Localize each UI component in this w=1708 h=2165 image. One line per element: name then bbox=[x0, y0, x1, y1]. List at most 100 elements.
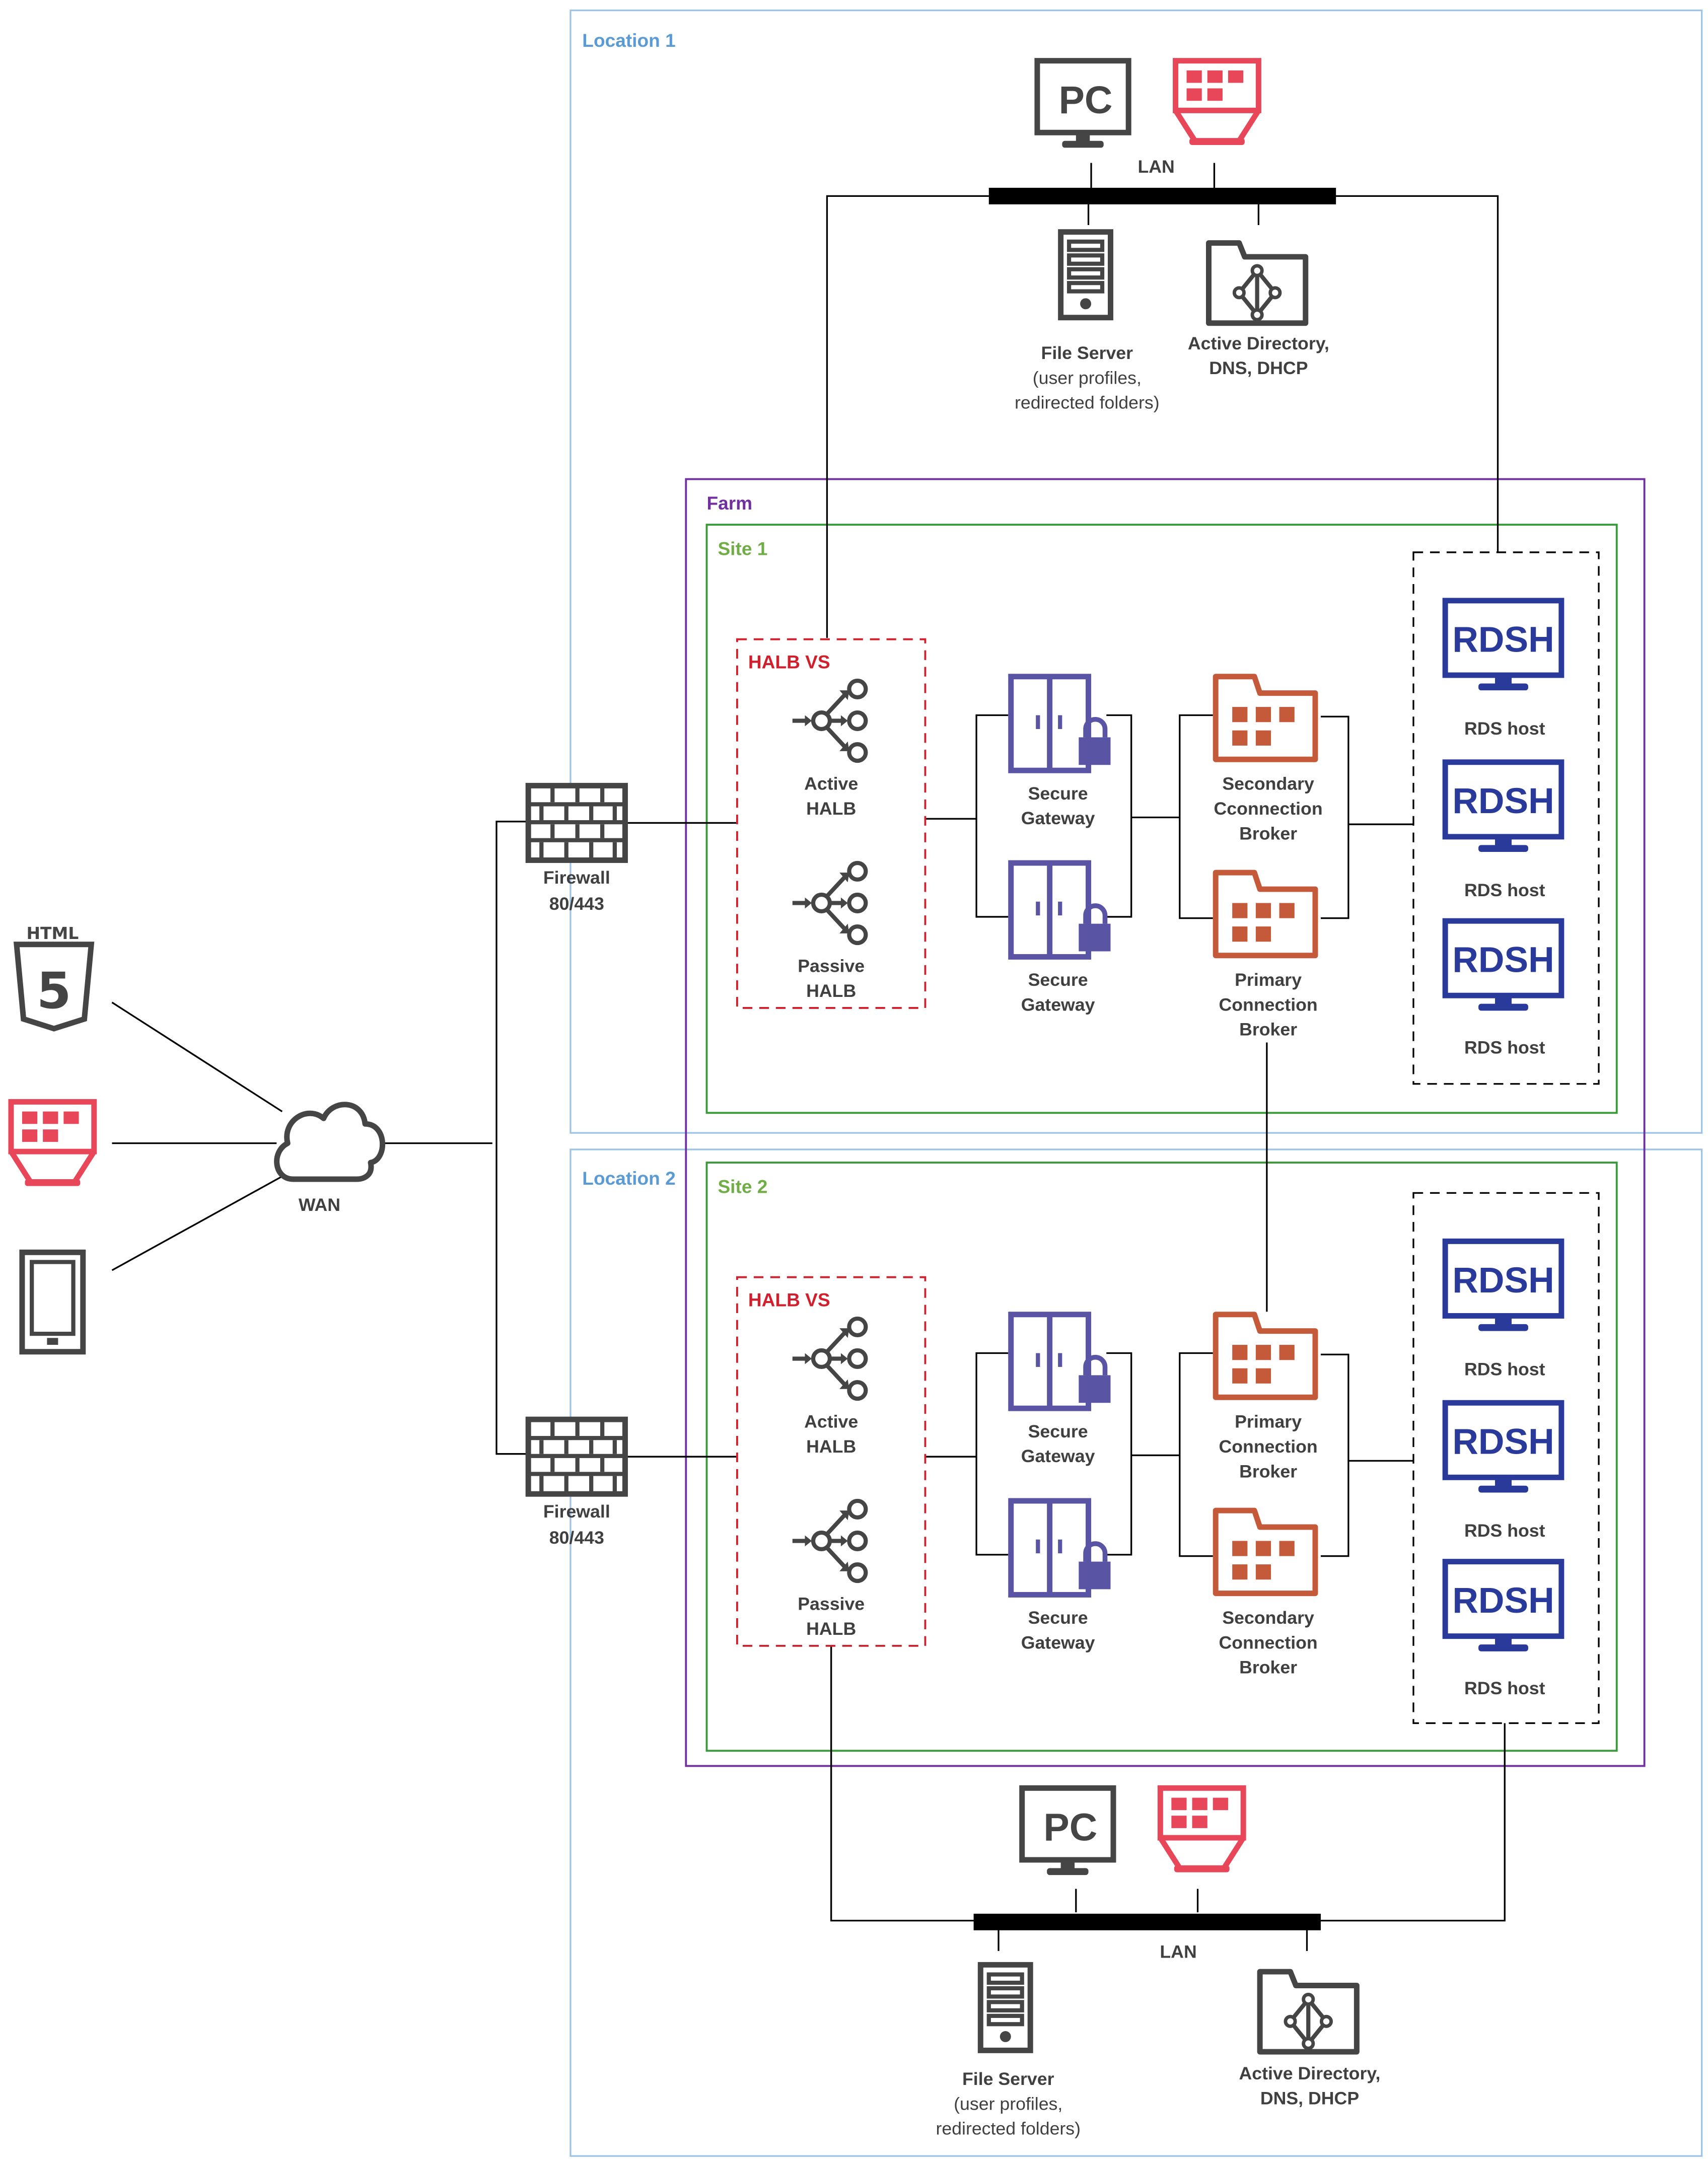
ad-label: DNS, DHCP bbox=[1260, 2088, 1359, 2108]
site-2-halb-group: HALB VS Active HALB Passive HALB bbox=[736, 1276, 927, 1647]
passive-halb[interactable]: Passive HALB bbox=[793, 1501, 866, 1639]
site-1-halb-group: HALB VS Active HALB Passive HALB bbox=[736, 638, 927, 1009]
location-1-boundary bbox=[570, 9, 1703, 1134]
site-2-secondary-broker[interactable]: Secondary Connection Broker bbox=[1216, 1510, 1317, 1678]
load-balancer-icon bbox=[793, 1501, 866, 1581]
site-1-secondary-broker[interactable]: Secondary Cconnection Broker bbox=[1214, 677, 1323, 844]
site-1-boundary bbox=[705, 524, 1618, 1114]
broker-label: Broker bbox=[1239, 823, 1297, 843]
connection-broker-icon bbox=[1216, 873, 1315, 956]
rdsh-badge: RDSH bbox=[1452, 781, 1554, 821]
active-directory-folder-icon bbox=[1260, 1972, 1357, 2052]
location-1-active-directory[interactable]: Active Directory, DNS, DHCP bbox=[1188, 243, 1329, 379]
pc-label: PC bbox=[1043, 1806, 1097, 1849]
location-1-thin-client-icon[interactable] bbox=[1176, 61, 1259, 145]
location-2-pc[interactable]: PC bbox=[1022, 1788, 1113, 1875]
location-2-file-server[interactable]: File Server (user profiles, redirected f… bbox=[936, 1965, 1081, 2139]
thin-client-icon bbox=[11, 1102, 94, 1186]
rds-host[interactable]: RDSH RDS host bbox=[1445, 1562, 1561, 1698]
site-2-gateway-2[interactable]: Secure Gateway bbox=[1011, 1501, 1111, 1652]
secure-gateway-icon bbox=[1011, 863, 1111, 957]
site-1-gateway-2[interactable]: Secure Gateway bbox=[1011, 863, 1111, 1015]
pc-label: PC bbox=[1059, 79, 1113, 122]
broker-label: Connection bbox=[1219, 1632, 1317, 1652]
wan-cloud: WAN bbox=[274, 1102, 386, 1215]
lan-label-location-1: LAN bbox=[1137, 157, 1174, 177]
broker-label: Broker bbox=[1239, 1020, 1297, 1040]
rds-host-label: RDS host bbox=[1464, 880, 1545, 900]
tablet-icon bbox=[19, 1249, 86, 1355]
halb-label: HALB bbox=[806, 1619, 856, 1639]
location-1-pc[interactable]: PC bbox=[1037, 61, 1128, 148]
broker-label: Cconnection bbox=[1214, 799, 1323, 819]
rds-pool-boundary bbox=[1412, 551, 1600, 1085]
rds-host[interactable]: RDSH RDS host bbox=[1445, 921, 1561, 1057]
passive-halb[interactable]: Passive HALB bbox=[793, 863, 866, 1001]
rds-host-label: RDS host bbox=[1464, 1521, 1545, 1541]
html5-client[interactable]: HTML 5 bbox=[13, 923, 95, 1032]
file-server-subtitle: redirected folders) bbox=[1015, 393, 1160, 413]
load-balancer-icon bbox=[793, 863, 866, 943]
active-halb[interactable]: Active HALB bbox=[793, 681, 866, 819]
site-1-gateway-1[interactable]: Secure Gateway bbox=[1011, 677, 1111, 828]
file-server-subtitle: (user profiles, bbox=[954, 2094, 1062, 2114]
ad-label: Active Directory, bbox=[1239, 2063, 1381, 2083]
html5-icon: HTML 5 bbox=[13, 923, 95, 1032]
broker-label: Secondary bbox=[1222, 774, 1314, 794]
location-2-active-directory[interactable]: Active Directory, DNS, DHCP bbox=[1239, 1972, 1381, 2108]
file-server-title: File Server bbox=[962, 2069, 1054, 2089]
halb-label: HALB bbox=[806, 799, 856, 819]
ad-label: DNS, DHCP bbox=[1209, 358, 1308, 378]
rds-host[interactable]: RDSH RDS host bbox=[1445, 601, 1561, 739]
lan-bus-location-1 bbox=[988, 187, 1336, 204]
location-1-file-server[interactable]: File Server (user profiles, redirected f… bbox=[1015, 232, 1160, 413]
farm-boundary bbox=[685, 478, 1646, 1767]
rdsh-badge: RDSH bbox=[1452, 940, 1554, 980]
location-1-label: Location 1 bbox=[582, 30, 675, 51]
load-balancer-icon bbox=[793, 681, 866, 761]
lan-bus-location-2 bbox=[973, 1913, 1321, 1930]
rds-host[interactable]: RDSH RDS host bbox=[1445, 762, 1561, 900]
firewall-icon bbox=[528, 1419, 625, 1494]
rdsh-badge: RDSH bbox=[1452, 619, 1554, 660]
rds-pool-boundary bbox=[1412, 1192, 1600, 1724]
site-1-primary-broker[interactable]: Primary Connection Broker bbox=[1216, 873, 1317, 1040]
tablet-device[interactable] bbox=[19, 1249, 86, 1355]
site-1-label: Site 1 bbox=[718, 538, 767, 559]
connection-broker-icon bbox=[1216, 1510, 1315, 1594]
svg-text:HTML: HTML bbox=[26, 923, 79, 943]
file-server-title: File Server bbox=[1041, 343, 1133, 363]
broker-label: Primary bbox=[1235, 970, 1302, 990]
wan-label: WAN bbox=[299, 1195, 340, 1215]
svg-text:5: 5 bbox=[37, 962, 72, 1020]
firewall-2[interactable]: Firewall 80/443 bbox=[528, 1419, 625, 1548]
secure-gateway-icon bbox=[1011, 1501, 1111, 1595]
active-directory-folder-icon bbox=[1208, 243, 1305, 323]
file-server-subtitle: redirected folders) bbox=[936, 2119, 1081, 2139]
site-2-primary-broker[interactable]: Primary Connection Broker bbox=[1216, 1315, 1317, 1482]
thin-client-device[interactable] bbox=[11, 1102, 94, 1186]
halb-label: Active bbox=[804, 1412, 858, 1432]
active-halb[interactable]: Active HALB bbox=[793, 1319, 866, 1457]
gateway-label: Secure bbox=[1028, 783, 1088, 804]
halb-label: HALB bbox=[806, 1436, 856, 1457]
ad-label: Active Directory, bbox=[1188, 333, 1329, 353]
site-1-rds-host-pool: RDSH RDS host RDSH RDS host RDSH RDS hos… bbox=[1412, 551, 1600, 1085]
gateway-label: Secure bbox=[1028, 1421, 1088, 1441]
connection-lines bbox=[111, 163, 1506, 1951]
rds-host[interactable]: RDSH RDS host bbox=[1445, 1403, 1561, 1541]
site-2-rds-host-pool: RDSH RDS host RDSH RDS host RDSH RDS hos… bbox=[1412, 1192, 1600, 1724]
rds-host[interactable]: RDSH RDS host bbox=[1445, 1241, 1561, 1379]
firewall-2-label: Firewall bbox=[543, 1501, 610, 1522]
firewall-1-ports: 80/443 bbox=[549, 894, 604, 914]
farm-label: Farm bbox=[706, 492, 752, 514]
lan-label-location-2: LAN bbox=[1160, 1942, 1196, 1962]
firewall-1[interactable]: Firewall 80/443 bbox=[528, 785, 625, 914]
location-2-label: Location 2 bbox=[582, 1168, 675, 1189]
site-2-gateway-1[interactable]: Secure Gateway bbox=[1011, 1315, 1111, 1466]
rds-host-label: RDS host bbox=[1464, 1359, 1545, 1379]
location-2-thin-client-icon[interactable] bbox=[1160, 1788, 1243, 1872]
site-2-label: Site 2 bbox=[718, 1176, 767, 1197]
gateway-label: Gateway bbox=[1021, 808, 1095, 828]
